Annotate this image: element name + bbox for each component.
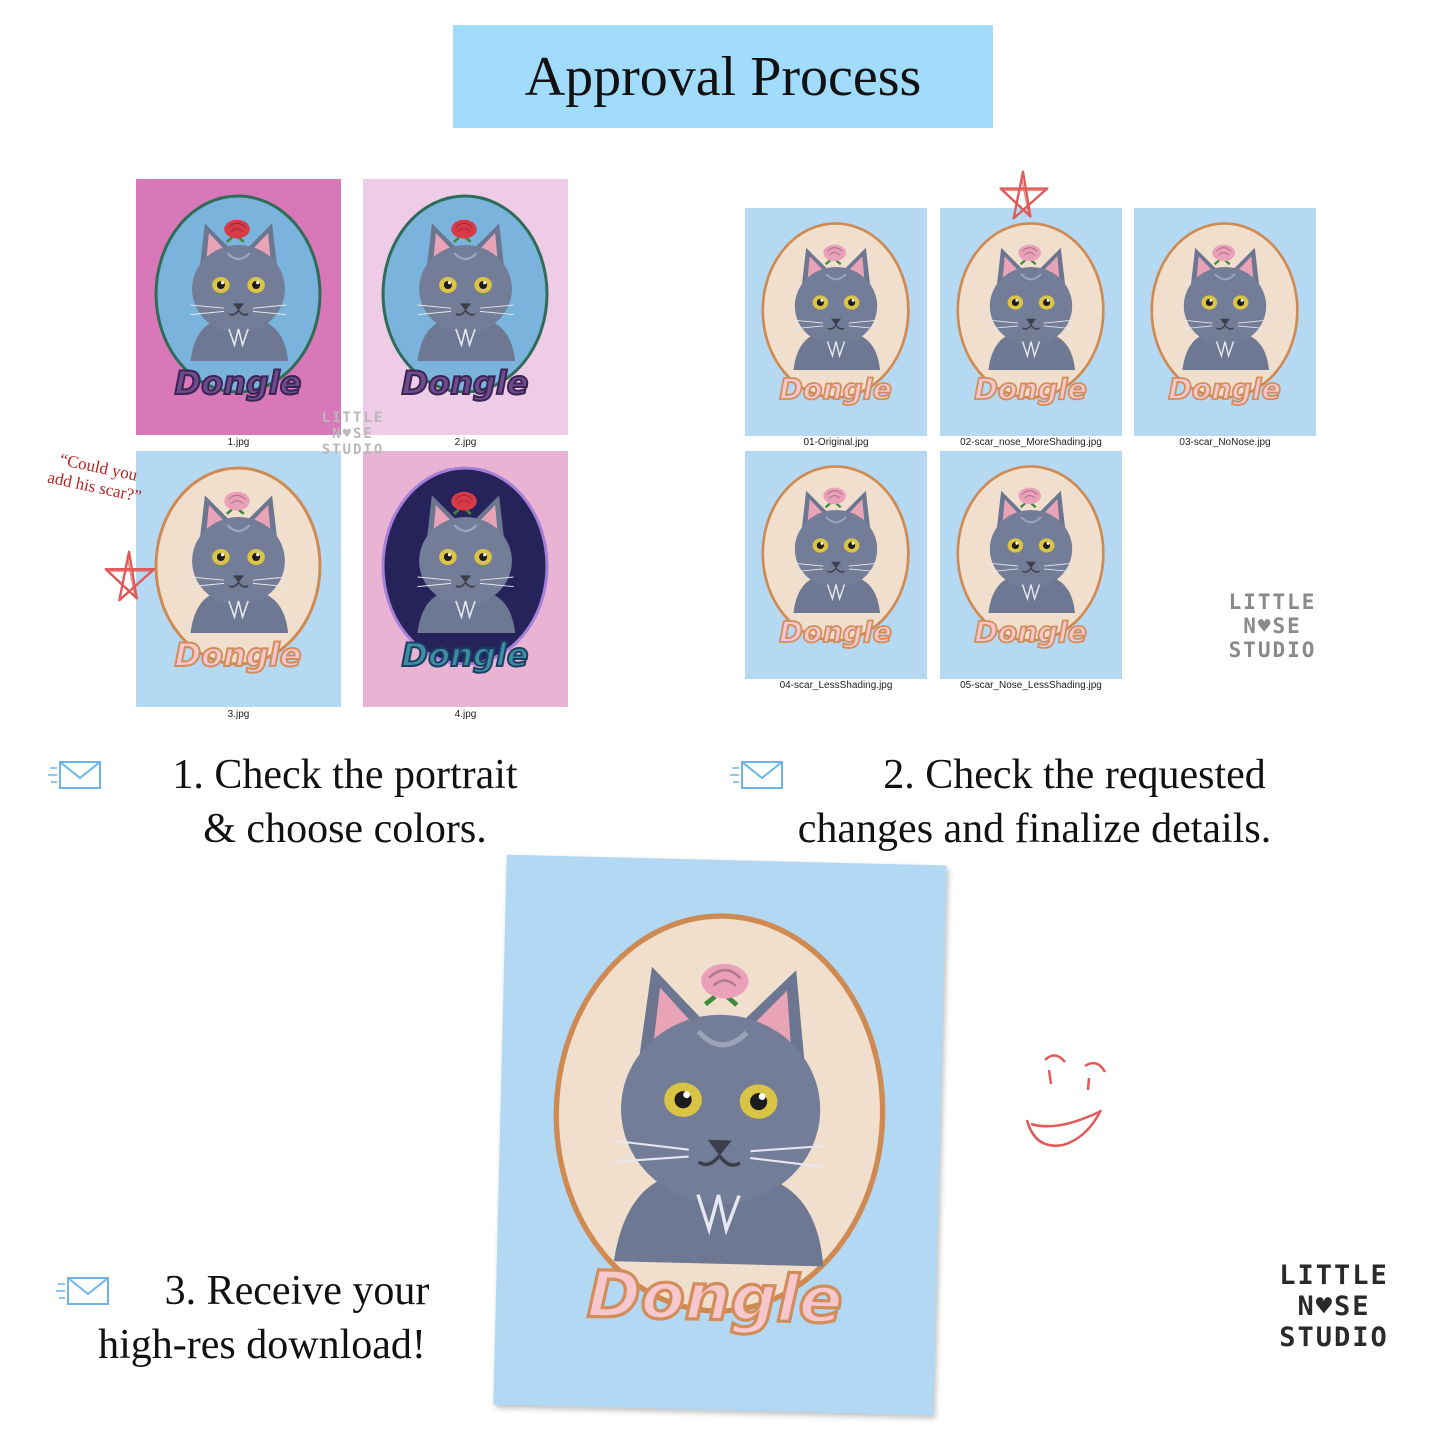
portrait-option-4[interactable]: Dongle xyxy=(363,451,568,707)
portrait-name-text: Dongle xyxy=(779,373,892,406)
caption-2: 2.jpg xyxy=(454,437,477,448)
portrait-option-3[interactable]: Dongle xyxy=(136,451,341,707)
smiley-doodle-icon xyxy=(1025,1054,1107,1147)
portrait-name-text: Dongle xyxy=(175,636,302,674)
page-title-banner: Approval Process xyxy=(453,25,993,128)
caption-05: 05-scar_Nose_LessShading.jpg xyxy=(960,680,1102,691)
portrait-name-text: Dongle xyxy=(402,364,529,402)
caption-03: 03-scar_NoNose.jpg xyxy=(1179,437,1271,448)
portrait-name-text: Dongle xyxy=(779,616,892,649)
portrait-name-text: Dongle xyxy=(175,364,302,402)
star-doodle-icon xyxy=(995,168,1051,224)
portrait-name-text: Dongle xyxy=(1168,373,1281,406)
portrait-option-1[interactable]: Dongle xyxy=(136,179,341,435)
portrait-name-text: Dongle xyxy=(974,616,1087,649)
portrait-name-text: Dongle xyxy=(586,1257,843,1338)
final-portrait[interactable]: Dongle xyxy=(493,854,947,1416)
caption-04: 04-scar_LessShading.jpg xyxy=(779,680,893,691)
page-title: Approval Process xyxy=(524,45,922,108)
caption-4: 4.jpg xyxy=(454,709,477,720)
portrait-name-text: Dongle xyxy=(402,636,529,674)
step-1-text: 1. Check the portrait& choose colors. xyxy=(172,752,518,852)
caption-3: 3.jpg xyxy=(227,709,250,720)
revision-05[interactable]: Dongle xyxy=(940,451,1122,679)
portrait-name-text: Dongle xyxy=(974,373,1087,406)
portrait-option-2[interactable]: Dongle xyxy=(363,179,568,435)
revision-01[interactable]: Dongle xyxy=(745,208,927,436)
revision-03[interactable]: Dongle xyxy=(1134,208,1316,436)
star-doodle-icon xyxy=(100,548,158,606)
caption-02: 02-scar_nose_MoreShading.jpg xyxy=(960,437,1102,448)
caption-01: 01-Original.jpg xyxy=(803,437,869,448)
revision-04[interactable]: Dongle xyxy=(745,451,927,679)
revision-02[interactable]: Dongle xyxy=(940,208,1122,436)
envelope-icon xyxy=(48,760,102,790)
caption-1: 1.jpg xyxy=(227,437,250,448)
